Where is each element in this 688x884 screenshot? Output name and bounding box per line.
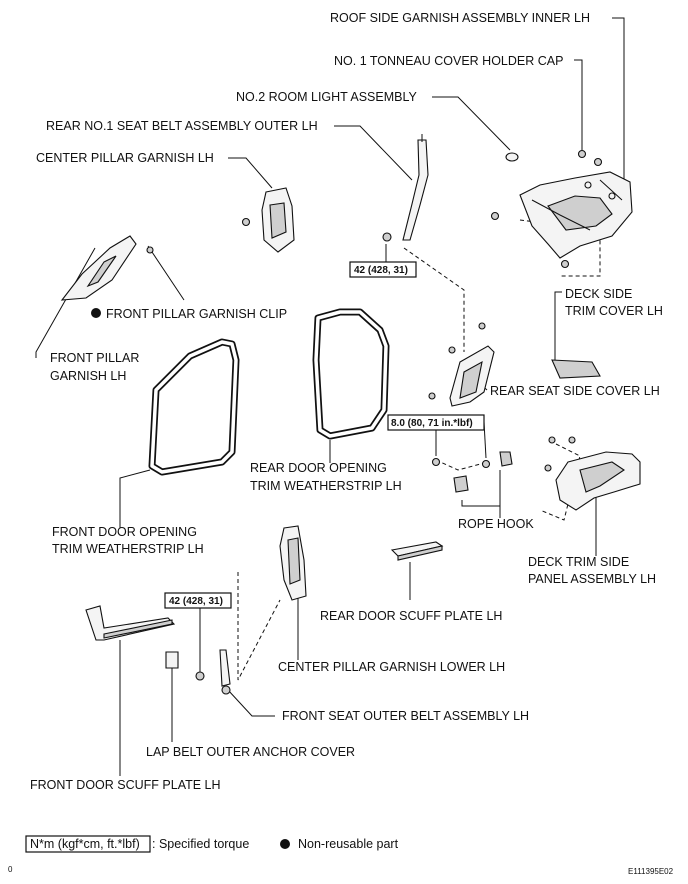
label-room-light: NO.2 ROOM LIGHT ASSEMBLY [236,90,417,104]
leader-front-pillar-clip [147,245,185,301]
leader-center-pillar-garnish [228,157,273,189]
label-deck-side-trim-1: DECK SIDE [565,287,632,301]
label-front-door-weatherstrip-1: FRONT DOOR OPENING [52,525,197,539]
label-tonneau-cap: NO. 1 TONNEAU COVER HOLDER CAP [334,54,563,68]
label-rear-seat-side-cover: REAR SEAT SIDE COVER LH [490,384,660,398]
screw-roof-2 [593,157,603,167]
torque-box-upper: 42 (428, 31) [349,261,417,278]
rope-bolt-1 [431,457,441,467]
label-deck-side-trim-2: TRIM COVER LH [565,304,663,318]
cover-clip-3 [428,392,436,400]
label-front-pillar-clip: FRONT PILLAR GARNISH CLIP [106,307,287,321]
legend-torque-box: N*m (kgf*cm, ft.*lbf) [25,835,151,853]
deck-trim-side-panel-part [555,451,641,511]
leader-front-seat-belt [227,689,275,717]
svg-text:8.0 (80, 71 in.*lbf): 8.0 (80, 71 in.*lbf) [391,418,473,429]
legend-nonreusable-dot [280,839,290,849]
label-front-door-weatherstrip-2: TRIM WEATHERSTRIP LH [52,542,204,556]
nonreusable-marker [91,308,101,318]
screw-roof-1 [577,149,587,159]
screw-roof-3 [490,211,500,221]
panel-clip-1 [548,436,556,444]
label-center-pillar-garnish: CENTER PILLAR GARNISH LH [36,151,214,165]
leader-tonneau-cap [574,59,583,150]
label-deck-trim-side-2: PANEL ASSEMBLY LH [528,572,656,586]
label-center-pillar-lower: CENTER PILLAR GARNISH LOWER LH [278,660,505,674]
label-front-pillar-garnish-2: GARNISH LH [50,369,126,383]
label-rear-door-weatherstrip-2: TRIM WEATHERSTRIP LH [250,479,402,493]
center-pillar-lower-part [279,525,307,601]
leader-rear-seat-belt [334,125,413,181]
roof-side-garnish-part [519,171,633,259]
clip-part [146,246,154,254]
panel-clip-2 [568,436,576,444]
page-marker: 0 [8,865,13,874]
torque-box-lower: 42 (428, 31) [164,592,232,609]
legend-torque-text: : Specified torque [152,837,249,851]
rear-door-scuff-part [390,541,444,561]
label-front-seat-belt: FRONT SEAT OUTER BELT ASSEMBLY LH [282,709,529,723]
legend-nonreusable-text: Non-reusable part [298,837,399,851]
leader-front-pillar-garnish [35,247,96,358]
front-door-scuff-part [85,605,176,641]
label-deck-trim-side-1: DECK TRIM SIDE [528,555,629,569]
svg-text:42 (428, 31): 42 (428, 31) [354,265,408,276]
label-rear-door-weatherstrip-1: REAR DOOR OPENING [250,461,387,475]
cover-clip-1 [478,322,486,330]
dash-center-lower [237,572,281,681]
center-pillar-garnish-part [261,187,295,253]
front-door-weatherstrip-part [148,338,240,476]
svg-text:N*m (kgf*cm, ft.*lbf): N*m (kgf*cm, ft.*lbf) [30,837,140,851]
belt-bolt [382,232,392,242]
cover-clip-2 [448,346,456,354]
leader-rope-hook [461,470,501,507]
rope-hook-part-2 [499,451,513,467]
figure-id: E111395E02 [628,867,674,876]
room-light-part [505,152,519,162]
lap-belt-cover-part [165,651,179,669]
front-belt-bolt [195,671,205,681]
leader-front-door-weatherstrip [119,469,151,528]
dash-belt-to-cover [403,247,465,352]
rear-seat-belt-part [402,134,429,241]
front-pillar-garnish-part [60,235,137,301]
rope-bolt-2 [481,459,491,469]
label-rear-seat-belt: REAR NO.1 SEAT BELT ASSEMBLY OUTER LH [46,119,318,133]
svg-text:42 (428, 31): 42 (428, 31) [169,596,223,607]
torque-middle-link-b [483,421,487,459]
label-rear-door-scuff: REAR DOOR SCUFF PLATE LH [320,609,502,623]
label-roof-side-garnish: ROOF SIDE GARNISH ASSEMBLY INNER LH [330,11,590,25]
panel-clip-3 [544,464,552,472]
front-seat-belt-part [219,649,231,695]
torque-box-middle: 8.0 (80, 71 in.*lbf) [387,414,485,431]
leader-roof-side-garnish [612,17,625,205]
label-front-pillar-garnish-1: FRONT PILLAR [50,351,139,365]
deck-side-trim-cover-part [551,359,601,379]
leader-deck-side-trim [554,291,562,362]
label-front-door-scuff: FRONT DOOR SCUFF PLATE LH [30,778,221,792]
rear-door-weatherstrip-part [312,308,390,440]
screw-roof-4 [560,259,570,269]
pillar-screw [241,217,251,227]
dash-rope [435,459,489,471]
label-rope-hook: ROPE HOOK [458,517,534,531]
leader-room-light [432,96,511,151]
label-lap-belt-cover: LAP BELT OUTER ANCHOR COVER [146,745,355,759]
rope-hook-part-1 [453,475,469,493]
rear-seat-side-cover-part [449,345,495,407]
